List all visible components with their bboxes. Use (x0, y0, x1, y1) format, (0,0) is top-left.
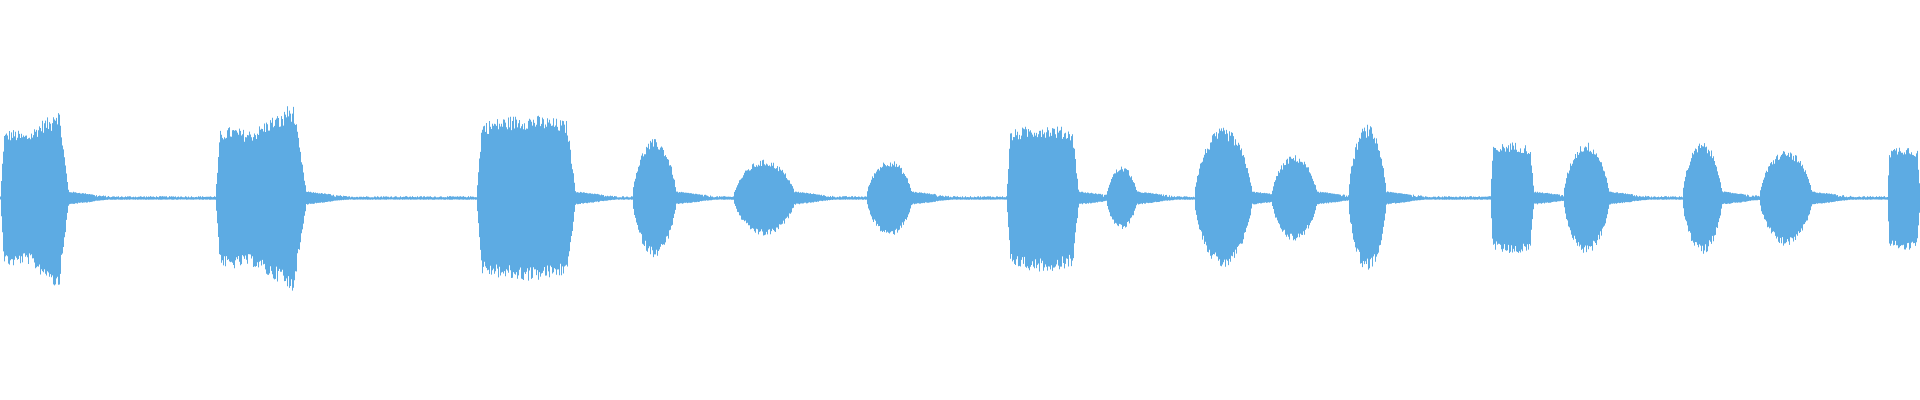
audio-waveform (0, 106, 1920, 291)
waveform-svg (0, 106, 1920, 291)
